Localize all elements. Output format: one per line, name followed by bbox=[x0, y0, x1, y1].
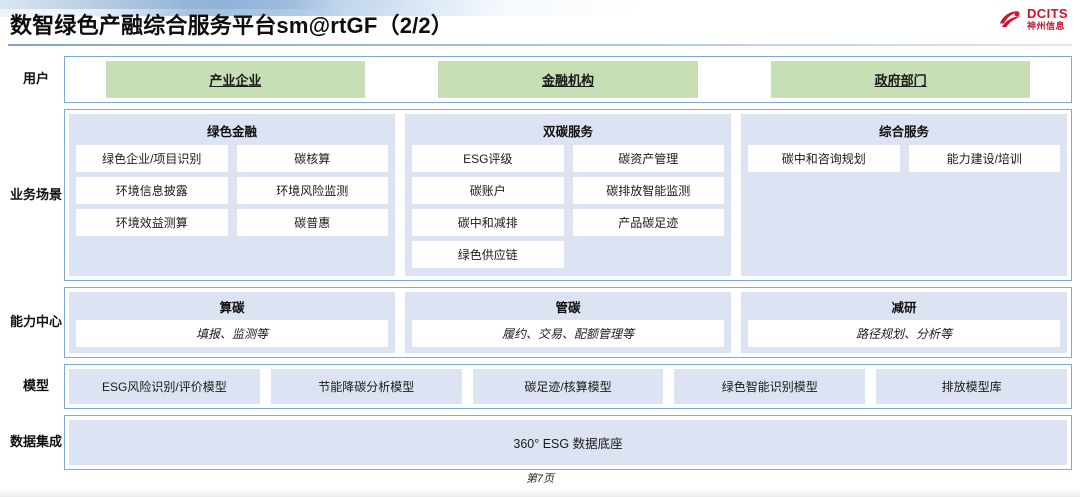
row-models: 模型 ESG风险识别/评价模型 节能降碳分析模型 碳足迹/核算模型 绿色智能识别… bbox=[8, 364, 1072, 409]
user-cell: 政府部门 bbox=[734, 61, 1067, 98]
row-label-models: 模型 bbox=[22, 378, 49, 394]
dcits-swirl-icon bbox=[1000, 11, 1021, 27]
logo-text-en: DCITS bbox=[1027, 6, 1068, 21]
scenario-column-title: 绿色金融 bbox=[206, 125, 257, 139]
user-cell: 产业企业 bbox=[69, 61, 402, 98]
data-foundation-bar[interactable]: 360° ESG 数据底座 bbox=[69, 420, 1067, 465]
row-business-scenarios: 业务场景 绿色金融 绿色企业/项目识别 碳核算 环境信息披露 环境风险监测 环境… bbox=[8, 109, 1072, 281]
scenario-item[interactable]: 产品碳足迹 bbox=[572, 209, 724, 236]
row-label-users: 用户 bbox=[22, 71, 49, 87]
row-body-business-scenarios: 绿色金融 绿色企业/项目识别 碳核算 环境信息披露 环境风险监测 环境效益测算 … bbox=[64, 109, 1072, 281]
model-box[interactable]: 排放模型库 bbox=[876, 369, 1067, 404]
brand-logo: DCITS 神州信息 bbox=[997, 7, 1068, 31]
model-box[interactable]: 碳足迹/核算模型 bbox=[472, 369, 664, 404]
scenario-item[interactable]: 碳中和减排 bbox=[412, 209, 564, 236]
capability-column-manage-carbon: 管碳 履约、交易、配额管理等 bbox=[405, 292, 731, 353]
capability-subtitle[interactable]: 履约、交易、配额管理等 bbox=[412, 320, 724, 347]
capability-title: 算碳 bbox=[219, 301, 245, 315]
row-capability-center: 能力中心 算碳 填报、监测等 管碳 履约、交易、配额管理等 减研 路径规划、分析… bbox=[8, 287, 1072, 358]
scenario-column-title: 双碳服务 bbox=[542, 125, 593, 139]
scenario-item[interactable]: 绿色供应链 bbox=[412, 241, 564, 268]
capability-column-reduce-research: 减研 路径规划、分析等 bbox=[741, 292, 1067, 353]
capability-subtitle[interactable]: 填报、监测等 bbox=[76, 320, 388, 347]
bottom-edge-strip bbox=[0, 489, 1080, 497]
scenario-item[interactable]: 碳账户 bbox=[412, 177, 564, 204]
row-body-users: 产业企业 金融机构 政府部门 bbox=[64, 56, 1072, 103]
scenario-item[interactable]: 碳核算 bbox=[236, 145, 388, 172]
model-box[interactable]: 节能降碳分析模型 bbox=[270, 369, 462, 404]
architecture-diagram: 用户 产业企业 金融机构 政府部门 业务场景 绿色金融 bbox=[8, 56, 1072, 470]
row-label-capability-center: 能力中心 bbox=[9, 314, 62, 330]
capability-title: 减研 bbox=[891, 301, 917, 315]
scenario-column-title: 综合服务 bbox=[878, 125, 929, 139]
scenario-item[interactable]: 环境风险监测 bbox=[236, 177, 388, 204]
header-divider bbox=[8, 44, 1072, 46]
row-users: 用户 产业企业 金融机构 政府部门 bbox=[8, 56, 1072, 103]
user-chip-industry[interactable]: 产业企业 bbox=[105, 61, 366, 98]
slide-header: 数智绿色产融综合服务平台sm@rtGF（2/2） DCITS 神州信息 bbox=[0, 0, 1080, 48]
capability-title: 管碳 bbox=[555, 301, 581, 315]
user-cell: 金融机构 bbox=[402, 61, 735, 98]
scenario-item[interactable]: 碳普惠 bbox=[236, 209, 388, 236]
row-label-data-integration: 数据集成 bbox=[9, 434, 62, 450]
user-chip-government[interactable]: 政府部门 bbox=[770, 61, 1031, 98]
capability-column-calc-carbon: 算碳 填报、监测等 bbox=[69, 292, 395, 353]
scenario-item[interactable]: ESG评级 bbox=[412, 145, 564, 172]
scenario-column-green-finance: 绿色金融 绿色企业/项目识别 碳核算 环境信息披露 环境风险监测 环境效益测算 … bbox=[69, 114, 395, 276]
logo-text-cn: 神州信息 bbox=[1027, 21, 1066, 31]
row-data-integration: 数据集成 360° ESG 数据底座 bbox=[8, 415, 1072, 470]
user-chip-financial[interactable]: 金融机构 bbox=[438, 61, 698, 98]
scenario-item[interactable]: 环境信息披露 bbox=[76, 177, 228, 204]
scenario-column-comprehensive: 综合服务 碳中和咨询规划 能力建设/培训 bbox=[741, 114, 1067, 276]
scenario-item[interactable]: 绿色企业/项目识别 bbox=[76, 145, 228, 172]
page-title: 数智绿色产融综合服务平台sm@rtGF（2/2） bbox=[10, 13, 454, 38]
row-body-capability-center: 算碳 填报、监测等 管碳 履约、交易、配额管理等 减研 路径规划、分析等 bbox=[64, 287, 1072, 358]
model-box[interactable]: 绿色智能识别模型 bbox=[674, 369, 866, 404]
row-body-data-integration: 360° ESG 数据底座 bbox=[64, 415, 1072, 470]
scenario-column-dual-carbon: 双碳服务 ESG评级 碳资产管理 碳账户 碳排放智能监测 碳中和减排 产品碳足迹… bbox=[405, 114, 731, 276]
row-label-business-scenarios: 业务场景 bbox=[9, 186, 62, 202]
scenario-item[interactable]: 碳排放智能监测 bbox=[572, 177, 724, 204]
scenario-item[interactable]: 碳中和咨询规划 bbox=[748, 145, 900, 172]
scenario-item[interactable]: 碳资产管理 bbox=[572, 145, 724, 172]
page-number: 第7页 bbox=[525, 473, 555, 485]
capability-subtitle[interactable]: 路径规划、分析等 bbox=[748, 320, 1060, 347]
scenario-item[interactable]: 能力建设/培训 bbox=[908, 145, 1060, 172]
model-box[interactable]: ESG风险识别/评价模型 bbox=[69, 369, 260, 404]
row-body-models: ESG风险识别/评价模型 节能降碳分析模型 碳足迹/核算模型 绿色智能识别模型 … bbox=[64, 364, 1072, 409]
scenario-item[interactable]: 环境效益测算 bbox=[76, 209, 228, 236]
